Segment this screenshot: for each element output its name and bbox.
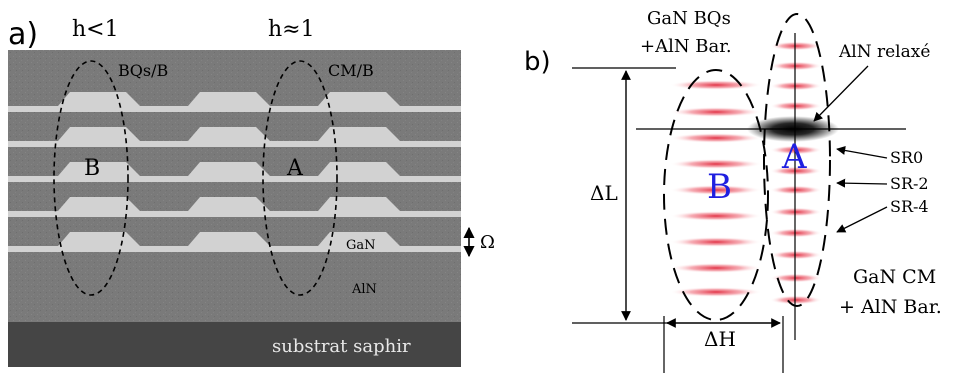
satellite-peak-a — [770, 273, 822, 283]
quantum-dot — [188, 162, 270, 176]
gan-layer — [8, 106, 461, 112]
gan-layer — [8, 211, 461, 217]
sr0-arrow — [836, 145, 888, 159]
satellite-peak-b — [670, 133, 762, 143]
quantum-dot — [188, 92, 270, 106]
satellite-peak-a — [770, 295, 822, 305]
mark-a-b: A — [781, 137, 807, 177]
mark-b-b: B — [707, 167, 732, 207]
omega-label: Ω — [480, 232, 495, 253]
satellite-peak-b — [670, 211, 762, 221]
satellite-peak-b — [670, 159, 762, 169]
satellite-peak-a — [770, 61, 822, 71]
gan-layer — [8, 141, 461, 147]
satellite-peak-a — [770, 228, 822, 238]
bqs-title-line2: +AlN Bar. — [640, 36, 732, 57]
satellite-peak-b — [670, 80, 762, 90]
satellite-peak-b — [670, 107, 762, 117]
panel-b: b) GaN BQs +AlN Bar. ΔL ΔH B A AlN relax… — [524, 8, 942, 373]
aln-relaxe-label: AlN relaxé — [838, 42, 930, 62]
panel-a-label: a) — [8, 17, 38, 52]
quantum-dot — [318, 197, 400, 211]
satellite-peak-a — [770, 207, 822, 217]
aln-relaxe-arrow — [813, 65, 869, 122]
satellite-peak-a — [770, 145, 822, 155]
mark-b-a: B — [84, 156, 100, 181]
quantum-dot — [318, 92, 400, 106]
satellite-peak-a — [770, 185, 822, 195]
quantum-dot — [318, 232, 400, 246]
delta-h-label: ΔH — [704, 327, 736, 351]
sr2-label: SR-2 — [890, 174, 929, 193]
satellite-peak-a — [770, 101, 822, 111]
delta-l-label: ΔL — [590, 181, 618, 205]
quantum-dot — [58, 162, 140, 176]
quantum-dot — [58, 232, 140, 246]
sr0-label: SR0 — [890, 148, 923, 167]
substrate-block — [8, 322, 461, 367]
sample-background — [8, 50, 461, 322]
satellite-peak-b — [670, 185, 762, 195]
quantum-dot — [318, 127, 400, 141]
quantum-dot — [188, 232, 270, 246]
satellite-peak-a — [770, 250, 822, 260]
gan-layers — [8, 92, 461, 252]
region-bqs-label: BQs/B — [118, 61, 168, 80]
quantum-dot — [58, 197, 140, 211]
bqs-title-line1: GaN BQs — [647, 8, 731, 29]
gan-layer — [8, 176, 461, 182]
quantum-dot — [58, 92, 140, 106]
region-b-ellipse — [53, 60, 129, 296]
quantum-dot — [58, 127, 140, 141]
sr2-arrow — [836, 178, 888, 188]
substrate-label: substrat saphir — [272, 336, 411, 357]
quantum-dot — [318, 162, 400, 176]
gan-layer-label: GaN — [346, 238, 376, 253]
h-less-label: h<1 — [72, 17, 119, 42]
quantum-dot — [188, 127, 270, 141]
satellite-peak-a — [770, 166, 822, 176]
envelope-b — [663, 69, 769, 321]
satellite-peak-b — [670, 263, 762, 273]
envelope-a — [763, 13, 831, 307]
sr4-arrow — [836, 206, 888, 233]
quantum-dot — [188, 197, 270, 211]
satellite-peak-a — [770, 81, 822, 91]
satellite-peak-a — [770, 41, 822, 51]
h-approx-label: h≈1 — [268, 17, 315, 42]
cm-title-line1: GaN CM — [853, 266, 936, 288]
region-cm-label: CM/B — [328, 61, 374, 80]
sr4-label: SR-4 — [890, 197, 929, 216]
region-a-ellipse — [262, 60, 338, 296]
gan-layer — [8, 246, 461, 252]
aln-layer-label: AlN — [351, 282, 377, 297]
cm-title-line2: + AlN Bar. — [839, 296, 942, 318]
mark-a-a: A — [286, 156, 304, 181]
satellite-peak-b — [670, 287, 762, 297]
panel-a: a) h<1 h≈1 BQs/B CM/B B A GaN AlN substr… — [8, 17, 495, 367]
panel-b-label: b) — [524, 47, 551, 77]
satellite-peak-b — [670, 237, 762, 247]
